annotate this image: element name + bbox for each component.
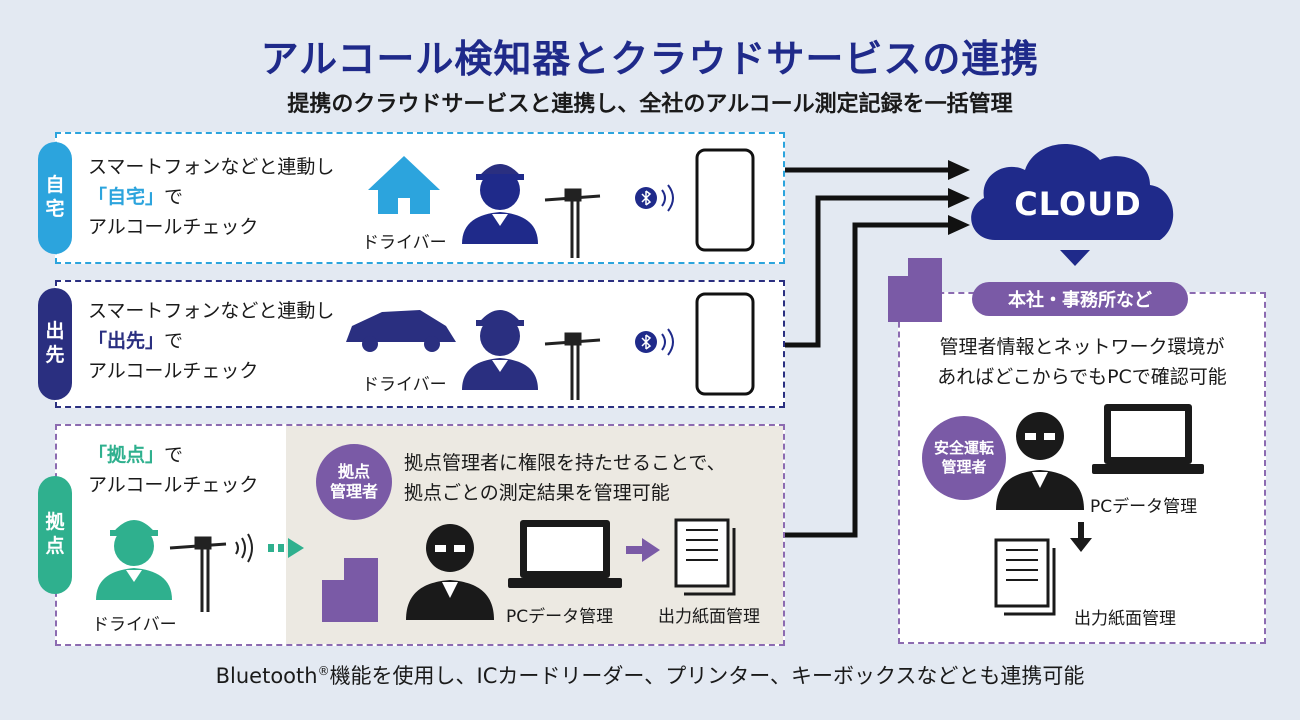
footer-post: 機能を使用し、ICカードリーダー、プリンター、キーボックスなどとも連携可能 [329, 664, 1085, 688]
arrow-right-icon [268, 538, 304, 558]
base-tab-char: 点 [45, 535, 65, 557]
arrow-head-icon [948, 160, 970, 180]
building-icon [888, 258, 942, 322]
breathalyzer-icon [544, 188, 601, 258]
base-to-cloud-line [785, 222, 950, 538]
base-line2: アルコールチェック [88, 474, 259, 496]
base-manager-description: 拠点管理者に権限を持たせることで、 拠点ごとの測定結果を管理可能 [404, 448, 726, 508]
breathalyzer-icon [169, 536, 227, 612]
document-icon [674, 518, 736, 596]
base-tab-char: 拠 [45, 511, 65, 534]
home-section [55, 132, 785, 264]
out-tab: 出 先 [38, 288, 72, 400]
base-tab: 拠 点 [38, 476, 72, 594]
arrow-right-icon [626, 538, 660, 562]
badge-line: 拠点 [337, 462, 370, 481]
out-section [55, 280, 785, 408]
arrow-down-icon [1070, 522, 1092, 552]
hq-pc-label: PCデータ管理 [1090, 497, 1198, 517]
out-suffix: で [164, 330, 184, 352]
bluetooth-icon [635, 328, 674, 356]
base-paper-label: 出力紙面管理 [658, 607, 760, 627]
hq-description: 管理者情報とネットワーク環境が あればどこからでもPCで確認可能 [898, 332, 1266, 392]
badge-line: 管理者 [941, 458, 987, 476]
footer-note: Bluetooth®機能を使用し、ICカードリーダー、プリンター、キーボックスな… [0, 660, 1300, 690]
home-tab-char: 宅 [45, 198, 65, 220]
signal-waves-icon [235, 533, 253, 563]
footer-registered-mark: ® [317, 664, 330, 678]
base-desc-line2: 拠点ごとの測定結果を管理可能 [404, 482, 670, 504]
base-highlight: 「拠点」 [88, 444, 165, 466]
cloud-icon [971, 143, 1174, 266]
badge-line: 管理者 [329, 482, 378, 501]
home-driver-label: ドライバー [362, 233, 447, 253]
car-icon [346, 310, 456, 352]
out-line3: アルコールチェック [88, 360, 259, 382]
home-description: スマートフォンなどと連動し 「自宅」で アルコールチェック [88, 152, 334, 242]
out-line1: スマートフォンなどと連動し [88, 300, 335, 322]
laptop-icon [1092, 404, 1204, 474]
out-driver-label: ドライバー [362, 375, 447, 395]
base-line1: 「拠点」で [88, 440, 258, 470]
out-line2: 「出先」で [88, 326, 334, 356]
document-icon [994, 538, 1056, 616]
manager-icon [996, 412, 1084, 510]
home-suffix: で [164, 186, 184, 208]
base-pc-label: PCデータ管理 [506, 607, 614, 627]
manager-icon [406, 524, 494, 620]
out-to-cloud-line [785, 195, 950, 348]
home-highlight: 「自宅」 [88, 186, 165, 208]
driver-icon [96, 518, 172, 600]
connector-lines [785, 167, 950, 538]
arrow-head-icon [948, 188, 970, 208]
base-desc-line1: 拠点管理者に権限を持たせることで、 [404, 452, 726, 474]
hq-desc-line1: 管理者情報とネットワーク環境が [939, 336, 1225, 358]
home-tab-char: 自 [45, 174, 65, 197]
bluetooth-icon [635, 184, 674, 212]
hq-desc-line2: あればどこからでもPCで確認可能 [937, 366, 1227, 388]
base-driver-label: ドライバー [92, 615, 177, 635]
out-tab-char: 先 [45, 344, 65, 366]
hq-label: 本社・事務所など [972, 282, 1188, 316]
base-manager-badge: 拠点 管理者 [316, 444, 392, 520]
breathalyzer-icon [544, 332, 601, 400]
out-tab-char: 出 [45, 320, 65, 343]
laptop-icon [508, 520, 622, 588]
house-icon [368, 156, 440, 214]
page-subtitle: 提携のクラウドサービスと連携し、全社のアルコール測定記録を一括管理 [287, 92, 1013, 117]
building-icon [322, 558, 378, 622]
badge-line: 安全運転 [933, 439, 994, 458]
out-highlight: 「出先」 [88, 330, 165, 352]
home-line1: スマートフォンなどと連動し [88, 156, 335, 178]
arrowheads [948, 160, 970, 235]
driver-icon [462, 308, 538, 390]
hq-paper-label: 出力紙面管理 [1074, 609, 1176, 629]
smartphone-icon [695, 148, 755, 252]
base-description: 「拠点」で アルコールチェック [88, 440, 258, 500]
home-line3: アルコールチェック [88, 216, 259, 238]
arrow-head-icon [948, 215, 970, 235]
smartphone-icon [695, 292, 755, 396]
footer-pre: Bluetooth [215, 664, 318, 688]
page-title: アルコール検知器とクラウドサービスの連携 [260, 37, 1040, 81]
cloud-label: CLOUD [1014, 185, 1142, 223]
driver-icon [462, 162, 538, 244]
out-description: スマートフォンなどと連動し 「出先」で アルコールチェック [88, 296, 334, 386]
home-tab: 自 宅 [38, 142, 72, 254]
home-line2: 「自宅」で [88, 182, 334, 212]
base-suffix: で [164, 444, 184, 466]
hq-manager-badge: 安全運転 管理者 [922, 416, 1006, 500]
